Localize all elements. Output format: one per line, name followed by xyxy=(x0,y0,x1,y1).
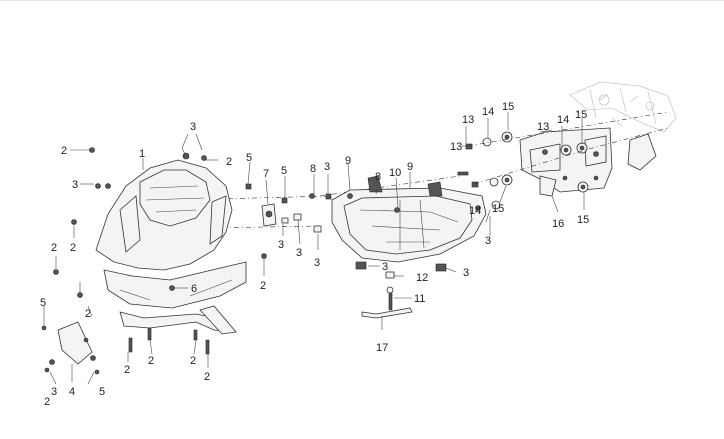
callout-5: 5 xyxy=(99,386,105,398)
headlight-lower-parts xyxy=(361,271,413,319)
top-border-line xyxy=(0,0,724,1)
callout-2: 2 xyxy=(124,364,130,376)
callout-2: 2 xyxy=(44,396,50,408)
callout-2: 2 xyxy=(85,308,91,320)
callout-3: 3 xyxy=(296,247,302,259)
callout-15: 15 xyxy=(502,101,514,113)
callout-3: 3 xyxy=(278,239,284,251)
callout-17: 17 xyxy=(376,342,388,354)
callout-14: 14 xyxy=(482,106,494,118)
frame-ghost xyxy=(569,81,677,133)
callout-8: 8 xyxy=(310,163,316,175)
callout-3: 3 xyxy=(382,261,388,273)
callout-labels: 1 2 2 2 2 2 2 2 2 2 2 2 3 3 3 3 3 3 3 3 … xyxy=(40,101,589,408)
headlight-assembly xyxy=(331,175,487,272)
mounting-bracket xyxy=(519,127,657,197)
callout-5: 5 xyxy=(281,165,287,177)
callout-14: 14 xyxy=(557,114,569,126)
callout-13: 13 xyxy=(462,114,474,126)
callout-3: 3 xyxy=(485,235,491,247)
callout-12: 12 xyxy=(416,272,428,284)
callout-9: 9 xyxy=(407,161,413,173)
leader-lines xyxy=(43,112,585,385)
callout-3: 3 xyxy=(190,121,196,133)
callout-15: 15 xyxy=(492,203,504,215)
callout-2: 2 xyxy=(260,280,266,292)
callout-2: 2 xyxy=(190,355,196,367)
callout-4: 4 xyxy=(69,386,75,398)
callout-2: 2 xyxy=(70,242,76,254)
callout-2: 2 xyxy=(51,242,57,254)
callout-13: 13 xyxy=(537,121,549,133)
callout-14: 14 xyxy=(469,205,481,217)
callout-3: 3 xyxy=(51,386,57,398)
callout-3: 3 xyxy=(463,267,469,279)
callout-13: 13 xyxy=(450,141,462,153)
callout-2: 2 xyxy=(226,156,232,168)
callout-6: 6 xyxy=(191,283,197,295)
front-fairing xyxy=(49,147,247,365)
bracket-fasteners xyxy=(457,131,589,210)
callout-2: 2 xyxy=(204,371,210,383)
callout-9: 9 xyxy=(345,155,351,167)
callout-15: 15 xyxy=(577,214,589,226)
callout-5: 5 xyxy=(246,152,252,164)
callout-15: 15 xyxy=(575,109,587,121)
callout-3: 3 xyxy=(324,161,330,173)
callout-8: 8 xyxy=(375,171,381,183)
callout-2: 2 xyxy=(61,145,67,157)
callout-1: 1 xyxy=(139,148,145,160)
callout-16: 16 xyxy=(552,218,564,230)
callout-10: 10 xyxy=(389,167,401,179)
callout-11: 11 xyxy=(414,293,425,305)
callout-3: 3 xyxy=(72,179,78,191)
callout-3: 3 xyxy=(314,257,320,269)
small-clips xyxy=(41,183,332,375)
callout-7: 7 xyxy=(263,168,269,180)
callout-5: 5 xyxy=(40,297,46,309)
callout-2: 2 xyxy=(148,355,154,367)
